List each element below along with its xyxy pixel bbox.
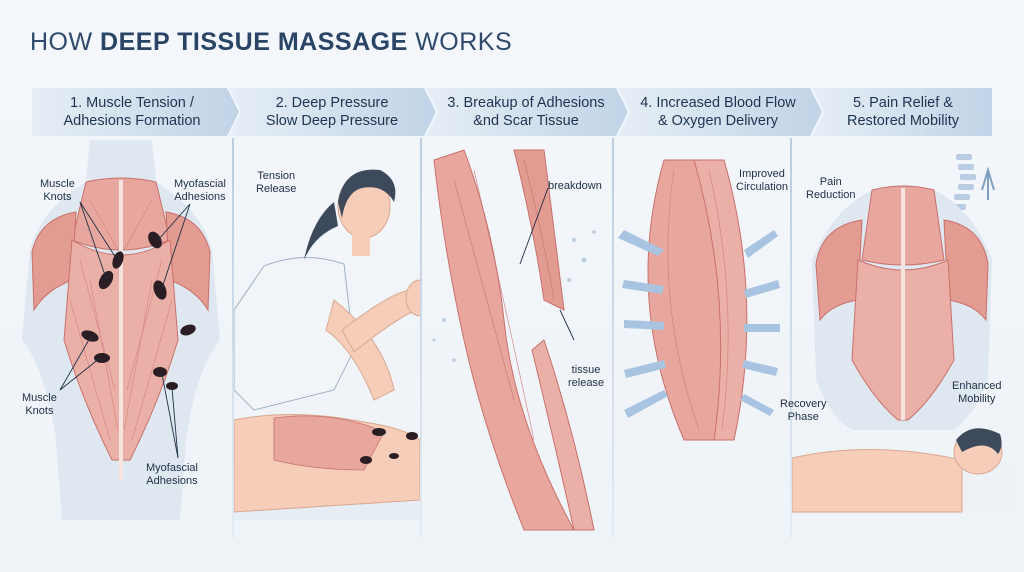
steps-banner: 1. Muscle Tension / Adhesions Formation … <box>32 88 992 136</box>
panel-breakup-adhesions: breakdown tissue release <box>424 140 612 540</box>
spine-icon <box>950 154 976 210</box>
label-tissue-release: tissue release <box>568 364 605 389</box>
title-suffix: WORKS <box>407 28 513 56</box>
panel-pain-relief: Pain Reduction Recovery Phase Enhanced M… <box>780 140 1014 540</box>
label-muscle-knots-top: Muscle Knots <box>40 178 75 203</box>
step-5: 5. Pain Relief & Restored Mobility <box>846 95 959 129</box>
page-title: HOW DEEP TISSUE MASSAGE WORKS <box>30 28 512 57</box>
recovery-illustration <box>792 154 1014 516</box>
step-2: 2. Deep Pressure Slow Deep Pressure <box>265 95 399 129</box>
step-4: 4. Increased Blood Flow & Oxygen Deliver… <box>640 95 796 129</box>
panel-muscle-tension: Muscle Knots Myofascial Adhesions Muscle… <box>10 140 232 540</box>
label-improved-circulation: Improved Circulation <box>736 168 788 193</box>
label-recovery-phase: Recovery Phase <box>780 398 827 423</box>
label-myofascial-top: Myofascial Adhesions <box>174 178 226 203</box>
label-myofascial-bottom: Myofascial Adhesions <box>146 462 198 487</box>
knots <box>81 231 196 390</box>
divider-4 <box>790 138 792 538</box>
blood-flow-illustration <box>618 159 780 441</box>
title-bold: DEEP TISSUE MASSAGE <box>100 28 408 56</box>
divider-3 <box>612 138 614 538</box>
step-3: 3. Breakup of Adhesions &nd Scar Tissue <box>447 95 605 129</box>
panel-deep-pressure: Tension Release <box>234 140 420 540</box>
title-prefix: HOW <box>30 28 101 56</box>
therapist-illustration <box>234 169 420 520</box>
banner-background <box>32 88 992 136</box>
divider-1 <box>232 138 234 538</box>
step-1: 1. Muscle Tension / Adhesions Formation <box>63 95 201 129</box>
panel-blood-flow: Improved Circulation <box>614 140 790 540</box>
label-enhanced-mobility: Enhanced Mobility <box>952 380 1002 405</box>
divider-2 <box>420 138 422 538</box>
label-pain-reduction: Pain Reduction <box>806 176 856 201</box>
fibers-illustration <box>432 149 596 531</box>
label-tension-release: Tension Release <box>256 170 297 195</box>
flow-arrows <box>618 230 780 418</box>
label-breakdown: breakdown <box>548 180 602 192</box>
label-muscle-knots-bottom: Muscle Knots <box>22 392 57 417</box>
back-illustration <box>22 140 220 520</box>
